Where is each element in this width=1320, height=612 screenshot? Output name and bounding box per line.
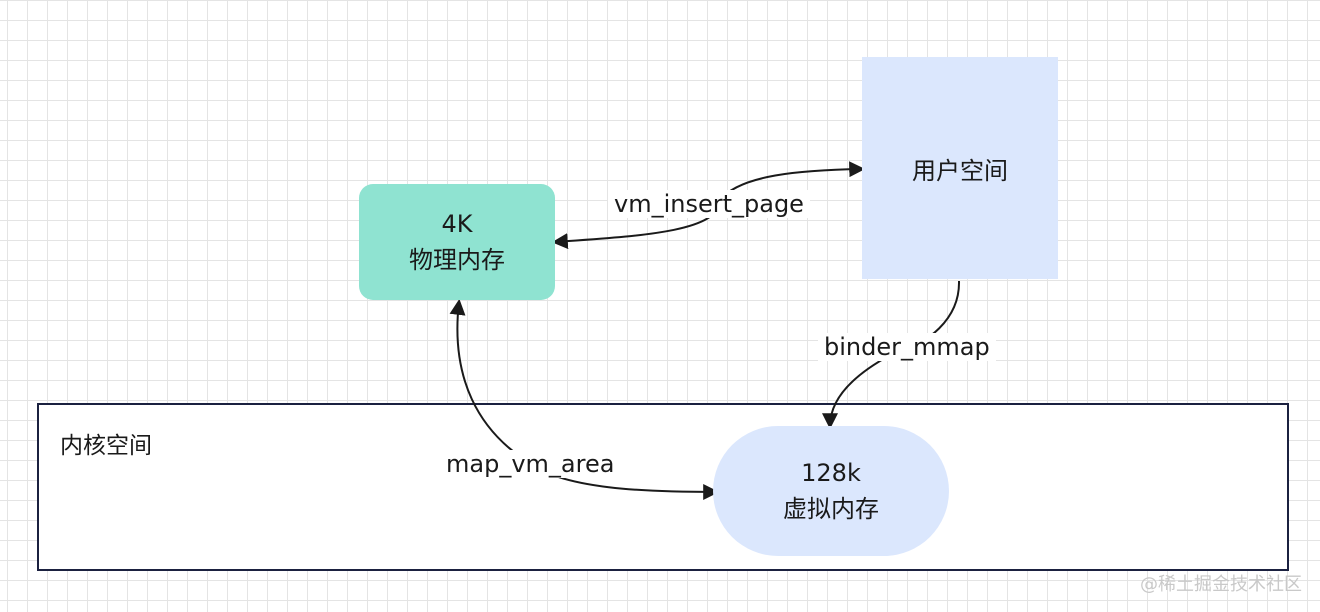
virtual-memory-size: 128k [801,459,861,487]
vm-insert-page-label: vm_insert_page [608,190,810,218]
kernel-space-label: 内核空间 [60,433,152,459]
user-space-label: 用户空间 [912,156,1008,185]
user-space-node: 用户空间 [862,57,1058,279]
physical-memory-label: 物理内存 [409,246,505,274]
binder-mmap-label: binder_mmap [818,333,996,361]
virtual-memory-node: 128k 虚拟内存 [713,426,949,556]
physical-memory-size: 4K [441,210,473,238]
map-vm-area-label: map_vm_area [440,450,621,478]
watermark: @稀土掘金技术社区 [1140,574,1302,595]
physical-memory-node: 4K 物理内存 [359,184,555,300]
virtual-memory-label: 虚拟内存 [783,495,879,523]
